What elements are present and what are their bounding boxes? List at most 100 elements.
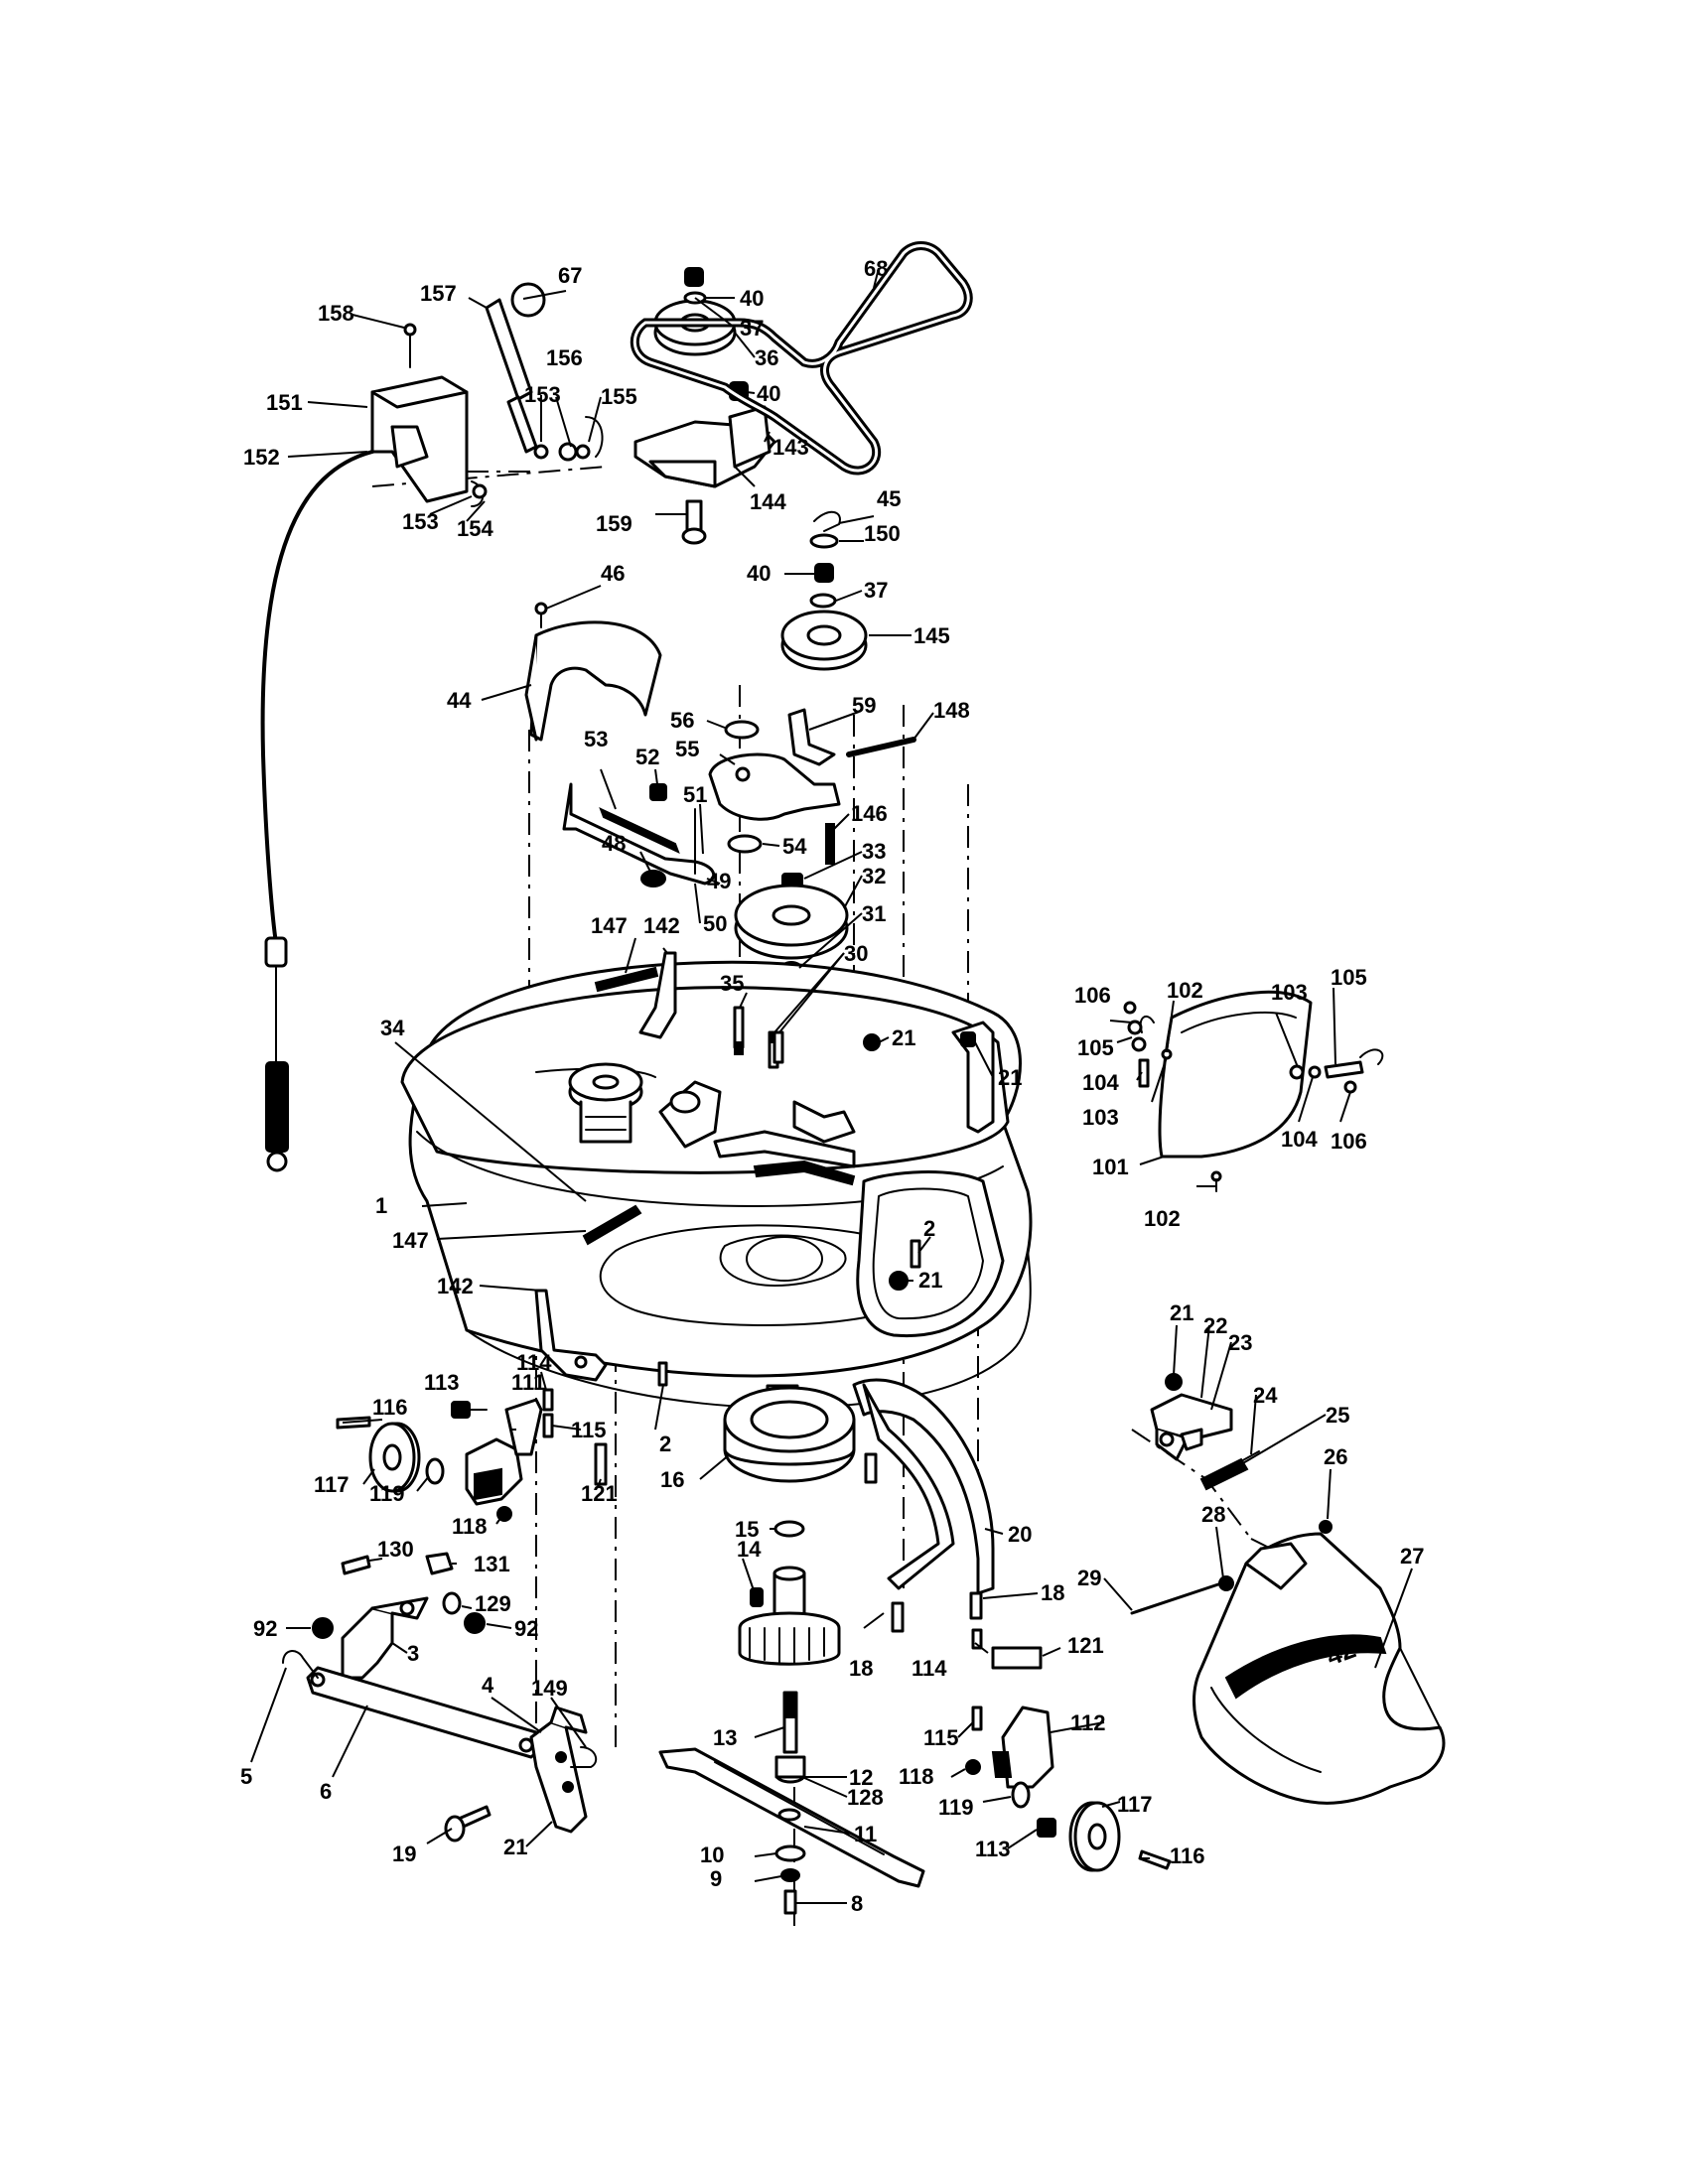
callout-25: 25 (1326, 1403, 1349, 1428)
washer-9 (780, 1868, 800, 1882)
callout-105: 105 (1077, 1035, 1114, 1060)
cable-end (266, 1151, 288, 1172)
flange-bolt-19 (444, 1805, 491, 1843)
bolt-113a (451, 1401, 471, 1419)
callout-20: 20 (1008, 1522, 1032, 1547)
callout-40: 40 (757, 381, 780, 406)
callout-21: 21 (998, 1065, 1022, 1090)
callout-35: 35 (720, 971, 744, 996)
callout-54: 54 (782, 834, 807, 859)
nut-52 (649, 783, 667, 801)
callout-92: 92 (514, 1616, 538, 1641)
callout-121: 121 (581, 1481, 618, 1506)
callout-14: 14 (737, 1537, 762, 1562)
callout-23: 23 (1228, 1330, 1252, 1355)
callout-21: 21 (503, 1835, 527, 1859)
bolt-18-left (864, 1452, 905, 1633)
callout-118: 118 (452, 1514, 488, 1539)
callout-150: 150 (864, 521, 901, 546)
spacer-121a (594, 1442, 608, 1486)
idler-bracket-55 (708, 708, 916, 865)
callout-8: 8 (851, 1891, 863, 1916)
callout-153: 153 (524, 382, 561, 407)
bolt-131 (425, 1552, 454, 1575)
washer-104b (1308, 1065, 1322, 1079)
nut-26 (1319, 1520, 1333, 1534)
callout-115: 115 (923, 1725, 959, 1750)
callout-129: 129 (475, 1591, 511, 1616)
callout-117: 117 (314, 1472, 350, 1497)
callout-154: 154 (457, 516, 493, 541)
pulley-32 (734, 873, 849, 975)
callout-2: 2 (659, 1432, 671, 1456)
callout-153: 153 (402, 509, 439, 534)
callout-21: 21 (918, 1268, 942, 1293)
bolt-2a (910, 1239, 921, 1269)
callout-45: 45 (877, 486, 901, 511)
washer-56 (724, 720, 760, 740)
callout-11: 11 (854, 1822, 877, 1846)
callout-59: 59 (852, 693, 876, 718)
chute-hinge-22 (1150, 1373, 1233, 1461)
callout-32: 32 (862, 864, 886, 888)
lift-link-142-lower (534, 1289, 608, 1382)
discharge-chute-27: 42 (1130, 1532, 1446, 1805)
callout-146: 146 (851, 801, 888, 826)
clip-106a (1123, 1001, 1137, 1015)
washer-10 (774, 1844, 806, 1862)
bolt-115a (542, 1413, 554, 1438)
callout-12: 12 (849, 1765, 873, 1790)
cable-ferrule (264, 936, 288, 968)
callout-5: 5 (240, 1764, 252, 1789)
clip-106b (1343, 1080, 1357, 1094)
pin-105a (1127, 1020, 1143, 1035)
callout-30: 30 (844, 941, 868, 966)
callout-102: 102 (1167, 978, 1203, 1003)
nut-21c (960, 1031, 976, 1047)
callout-50: 50 (703, 911, 727, 936)
washer-15 (773, 1520, 805, 1538)
callout-28: 28 (1201, 1502, 1225, 1527)
callout-101: 101 (1092, 1155, 1129, 1179)
washer-150 (809, 533, 839, 549)
anti-scalp-bracket-112 (965, 1628, 1056, 1838)
callout-19: 19 (392, 1842, 416, 1866)
callout-48: 48 (602, 831, 626, 856)
idler-arm-53 (562, 782, 716, 887)
callout-44: 44 (447, 688, 472, 713)
callout-24: 24 (1253, 1383, 1278, 1408)
callout-157: 157 (420, 281, 457, 306)
spindle-housing-16 (723, 1386, 856, 1483)
idler-arm-143 (633, 405, 776, 488)
callout-131: 131 (474, 1552, 510, 1576)
callout-103: 103 (1271, 980, 1308, 1005)
bolt-2b (657, 1361, 668, 1387)
callout-67: 67 (558, 263, 582, 288)
nut-21b (889, 1271, 909, 1291)
callout-111: 111 (511, 1370, 545, 1395)
belt-68 (630, 241, 973, 476)
bracket-59 (787, 708, 836, 766)
nut-118b (965, 1759, 981, 1775)
callout-51: 51 (683, 782, 707, 807)
callout-34: 34 (380, 1016, 405, 1040)
callout-9: 9 (710, 1866, 722, 1891)
callout-22: 22 (1203, 1313, 1227, 1338)
callout-151: 151 (266, 390, 303, 415)
callout-37: 37 (740, 316, 764, 341)
callout-1: 1 (375, 1193, 387, 1218)
bolt-116b (1138, 1849, 1172, 1870)
front-hanger-3 (312, 1552, 486, 1680)
callout-158: 158 (318, 301, 354, 326)
leader-lines (250, 267, 1413, 1904)
washer-103b (1289, 1064, 1305, 1080)
bolt-115b (971, 1706, 983, 1731)
chute-spring-25 (1199, 1450, 1333, 1534)
callout-18: 18 (1041, 1580, 1064, 1605)
callout-92: 92 (253, 1616, 277, 1641)
callout-106: 106 (1074, 983, 1111, 1008)
callout-31: 31 (862, 901, 886, 926)
washer-129 (442, 1591, 462, 1615)
callout-114: 114 (912, 1656, 947, 1681)
